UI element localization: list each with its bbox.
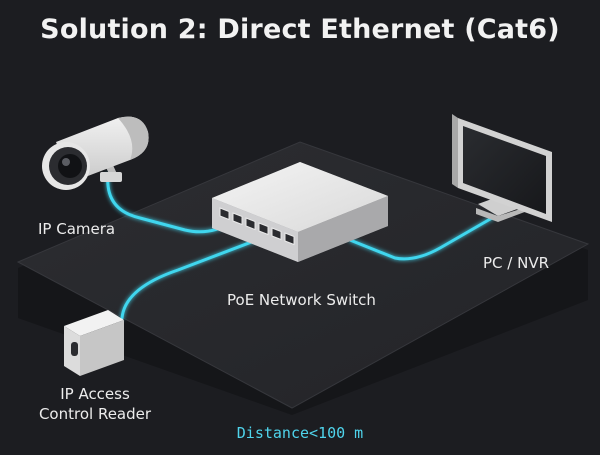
label-poe-switch: PoE Network Switch	[227, 291, 376, 309]
label-access-reader-line2: Control Reader	[38, 405, 152, 423]
label-ip-camera: IP Camera	[38, 220, 116, 238]
monitor-icon	[452, 114, 552, 222]
distance-note: Distance<100 m	[236, 424, 364, 442]
cable-switch-reader	[120, 236, 264, 320]
label-access-reader: IP Access Control Reader	[30, 384, 160, 424]
page-title: Solution 2: Direct Ethernet (Cat6)	[40, 14, 560, 45]
platform	[16, 141, 590, 415]
ip-camera-icon	[42, 116, 149, 190]
poe-switch-icon	[212, 162, 388, 262]
cable-switch-pc	[348, 216, 494, 261]
label-access-reader-line1: IP Access	[60, 385, 130, 403]
label-pc-nvr: PC / NVR	[483, 254, 550, 272]
access-reader-icon	[64, 310, 124, 376]
